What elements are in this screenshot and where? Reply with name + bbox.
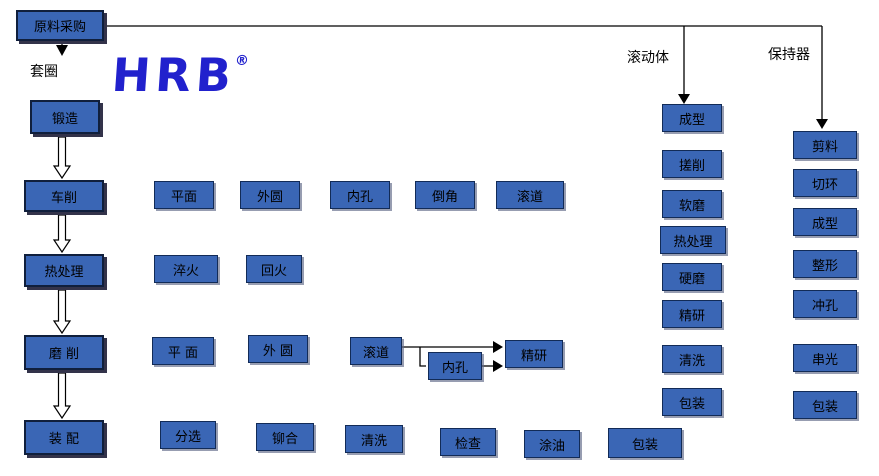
box-cage-shaping: 整形 [793,250,857,278]
arrowhead-cage-icon [816,119,828,129]
box-turning: 车削 [24,180,104,212]
box-re-lapping: 精研 [662,300,722,328]
label-rolling-element: 滚动体 [627,50,669,66]
box-cage-packaging: 包装 [793,391,857,419]
box-cage-punching: 冲孔 [793,290,857,318]
box-re-soft-grind: 软磨 [662,190,722,218]
box-cage-ring-cutting: 切环 [793,169,857,197]
label-cage: 保持器 [768,47,810,63]
box-raceway: 滚道 [496,181,564,209]
wire-paths [61,25,823,367]
box-face: 平面 [154,181,214,209]
arrowhead-rolling-icon [678,94,690,104]
arrowhead-lapping-bottom-icon [493,360,503,372]
box-re-cleaning: 清洗 [662,345,722,373]
box-cleaning: 清洗 [345,425,403,453]
box-re-rolling: 搓削 [662,150,722,178]
box-re-packaging: 包装 [662,388,722,416]
box-bore: 内孔 [330,181,390,209]
flow-arrow-grinding-assembly-icon [52,372,72,420]
registered-mark: ® [234,53,250,69]
hollow-flow-arrows [52,136,72,420]
box-outer-circle: 外圆 [240,181,300,209]
flow-arrow-forging-turning-icon [52,136,72,180]
box-re-hard-grind: 硬磨 [662,263,722,291]
box-raceway-grind: 滚道 [350,337,402,365]
raceway-to-bore-line [419,347,426,367]
flow-arrow-heat-grinding-icon [52,289,72,335]
arrowhead-procurement-icon [56,45,68,56]
arrowhead-lapping-top-icon [493,341,503,353]
box-outer-grind: 外 圆 [248,335,308,363]
box-inspection: 检查 [440,428,496,456]
solid-arrowheads [56,45,828,372]
box-bore-grind: 内孔 [428,352,482,380]
box-riveting: 铆合 [256,423,314,451]
box-temper: 回火 [246,255,302,283]
box-cage-shearing: 剪料 [793,131,857,159]
hrb-logo-text: HRB [110,48,238,102]
box-cage-polishing: 串光 [793,344,857,372]
flow-arrow-turning-heat-icon [52,214,72,254]
box-cage-forming: 成型 [793,208,857,236]
label-ring: 套圈 [30,64,58,80]
box-packaging: 包装 [608,428,682,458]
box-re-heat-treatment: 热处理 [660,226,726,254]
hrb-logo: HRB® [110,48,251,102]
box-re-forming: 成型 [662,104,722,132]
box-sorting: 分选 [160,421,216,449]
box-assembly: 装 配 [24,420,104,455]
box-heat-treatment: 热处理 [24,254,104,287]
box-forging: 锻造 [30,100,100,134]
box-chamfer: 倒角 [415,181,475,209]
box-procurement: 原料采购 [16,10,104,41]
box-oiling: 涂油 [524,430,580,458]
box-lapping: 精研 [505,340,563,368]
box-grinding: 磨 削 [24,335,104,370]
box-face-grind: 平 面 [152,337,214,365]
box-quench: 淬火 [154,255,218,283]
